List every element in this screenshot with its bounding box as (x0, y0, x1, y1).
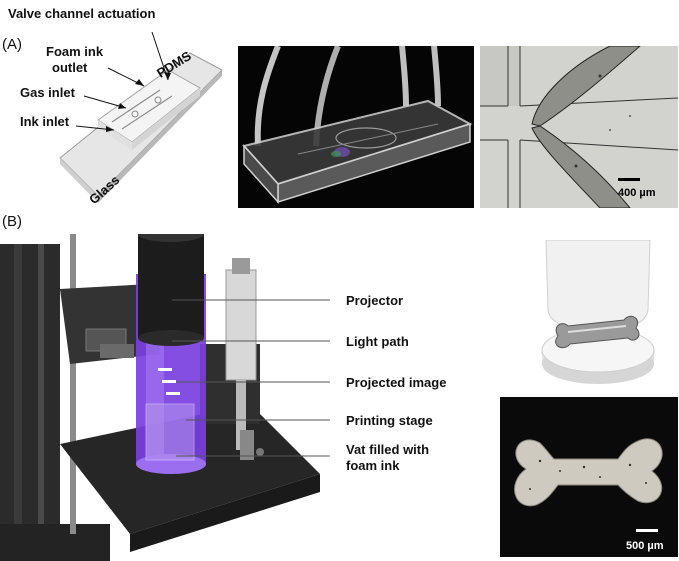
label-vat-1: Vat filled with (346, 442, 430, 457)
label-printing-stage: Printing stage (346, 413, 433, 428)
label-projected-image: Projected image (346, 375, 447, 390)
label-foam-outlet-2: outlet (52, 60, 88, 75)
scale-bar-bone-label: 500 µm (626, 540, 664, 552)
micrograph-junction (480, 46, 678, 208)
label-vat-2: foam ink (346, 458, 400, 473)
scale-bar-micro-label: 400 µm (618, 187, 656, 199)
panel-label-b: (B) (2, 213, 22, 230)
printed-bone-stage (528, 240, 668, 390)
bone-micrograph (500, 397, 678, 557)
chip-schematic (40, 18, 230, 208)
label-light-path: Light path (346, 334, 409, 349)
label-gas-inlet: Gas inlet (20, 85, 75, 100)
label-projector: Projector (346, 293, 404, 308)
chip-photo (238, 46, 474, 208)
panel-label-a: (A) (2, 36, 22, 53)
label-foam-outlet-1: Foam ink (46, 44, 104, 59)
label-ink-inlet: Ink inlet (20, 114, 70, 129)
label-valve-channel: Valve channel actuation (8, 6, 156, 21)
printer-render (0, 234, 330, 561)
